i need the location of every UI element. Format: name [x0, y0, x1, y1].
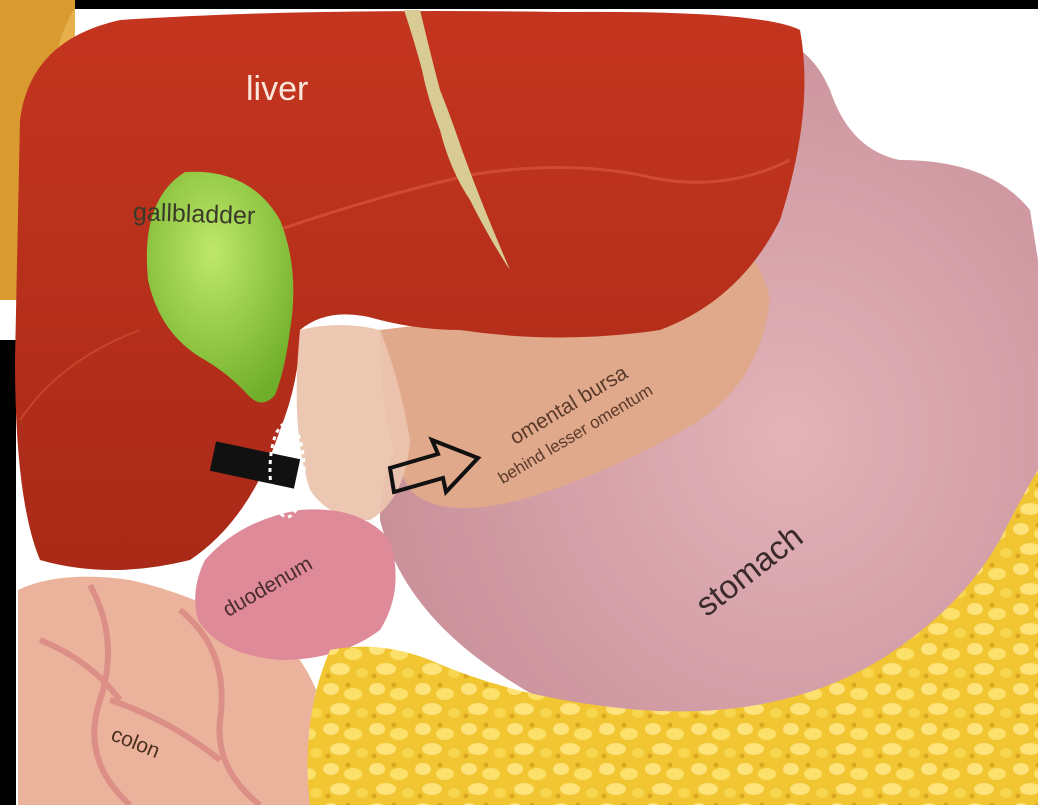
- gallbladder-label: gallbladder: [132, 198, 255, 231]
- liver-label: liver: [246, 70, 308, 109]
